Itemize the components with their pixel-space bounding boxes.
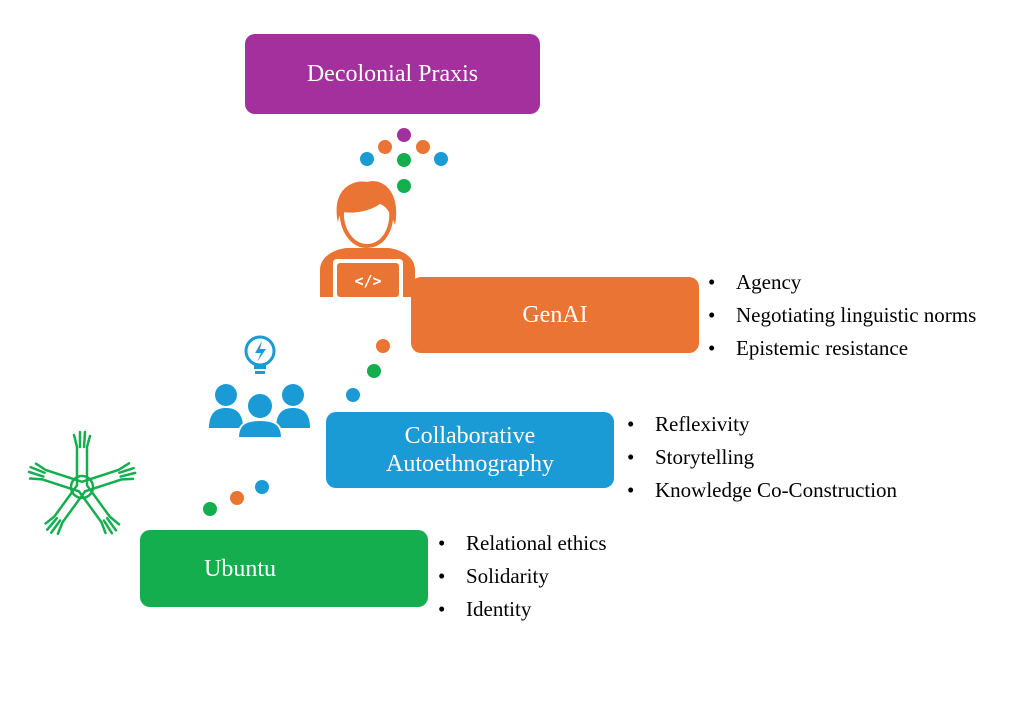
dot [346, 388, 360, 402]
bullet-item: Storytelling [627, 441, 897, 474]
developer-with-laptop-icon: </> [320, 181, 415, 301]
dot [376, 339, 390, 353]
dot [367, 364, 381, 378]
dot [255, 480, 269, 494]
bullet-item: Solidarity [438, 560, 607, 593]
genai-box: GenAI [411, 277, 699, 353]
connector-dots-middle [346, 339, 390, 402]
genai-bullets: Agency Negotiating linguistic norms Epis… [708, 266, 976, 365]
dot [203, 502, 217, 516]
dot [397, 153, 411, 167]
dot [378, 140, 392, 154]
genai-title: GenAI [522, 302, 588, 328]
bullet-item: Reflexivity [627, 408, 897, 441]
collaborative-autoethnography-box: Collaborative Autoethnography [326, 412, 614, 488]
team-idea-lightbulb-icon [209, 335, 310, 439]
bullet-item: Relational ethics [438, 527, 607, 560]
collab-bullets: Reflexivity Storytelling Knowledge Co-Co… [627, 408, 897, 507]
bullet-item: Negotiating linguistic norms [708, 299, 976, 332]
dot [397, 179, 411, 193]
dot [397, 128, 411, 142]
decolonial-praxis-box: Decolonial Praxis [245, 34, 540, 114]
connector-dots-bottom [203, 480, 269, 516]
ubuntu-title: Ubuntu [204, 555, 276, 582]
joined-hands-circle-icon [27, 430, 137, 536]
dot [230, 491, 244, 505]
collab-title-line2: Autoethnography [386, 451, 554, 477]
dot [360, 152, 374, 166]
bullet-item: Epistemic resistance [708, 332, 976, 365]
connector-dots-top [360, 128, 448, 193]
dot [416, 140, 430, 154]
svg-text:</>: </> [354, 272, 381, 290]
ubuntu-box: Ubuntu [140, 530, 428, 607]
bullet-item: Agency [708, 266, 976, 299]
collab-title-line1: Collaborative [404, 423, 536, 449]
decolonial-praxis-title: Decolonial Praxis [306, 61, 479, 87]
bullet-item: Knowledge Co-Construction [627, 474, 897, 507]
ubuntu-bullets: Relational ethics Solidarity Identity [438, 527, 607, 626]
bullet-item: Identity [438, 593, 607, 626]
dot [434, 152, 448, 166]
